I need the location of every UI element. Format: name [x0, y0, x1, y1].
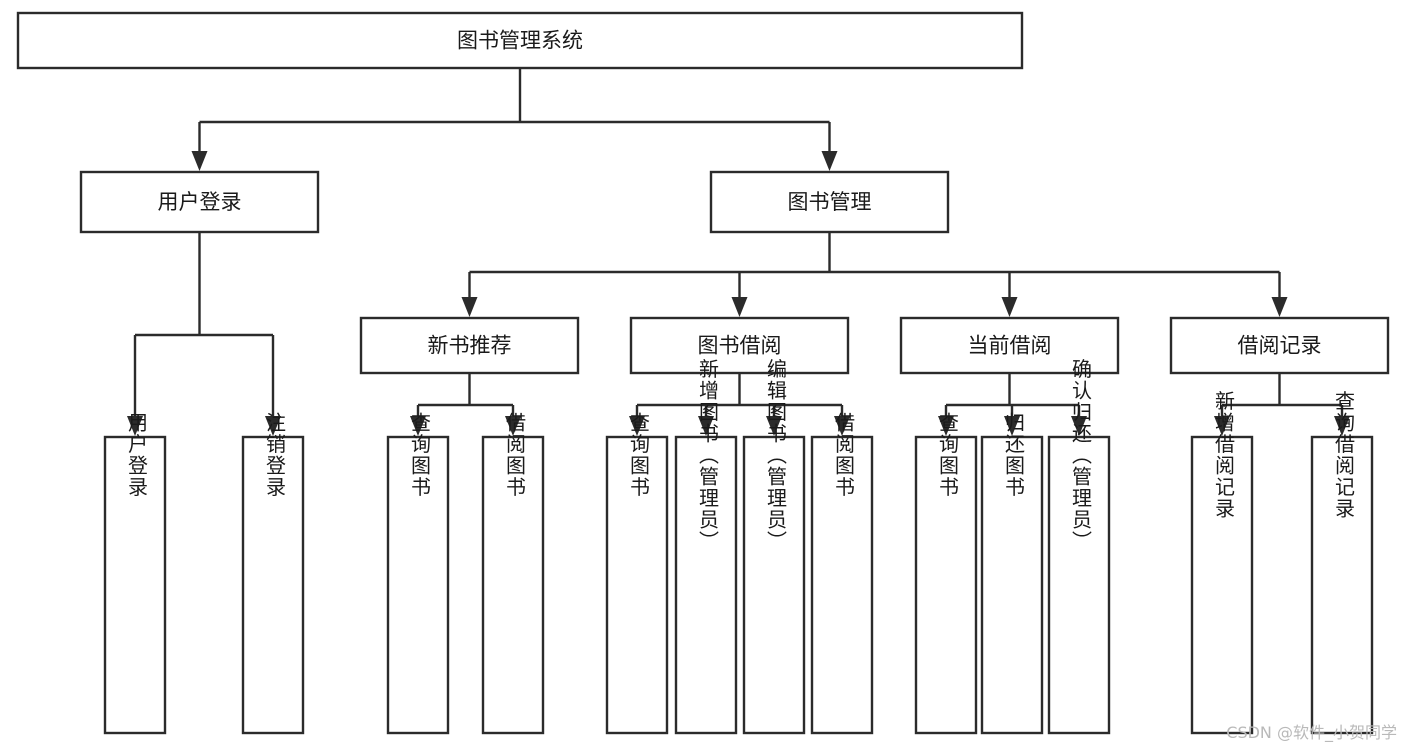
conn-current-borrow [938, 373, 1087, 436]
node-label: 借阅图书 [503, 412, 527, 498]
node-leaf-edit-book[interactable]: 编辑图书（管理员） [742, 358, 806, 735]
node-box[interactable] [1310, 435, 1374, 735]
node-book-borrow[interactable]: 图书借阅 [629, 316, 850, 375]
edge-arrowhead [127, 416, 143, 436]
node-box[interactable] [629, 316, 850, 375]
node-book-manage[interactable]: 图书管理 [709, 170, 950, 234]
edge-arrowhead [1001, 297, 1018, 317]
node-box[interactable] [810, 435, 874, 735]
node-label: 用户登录 [125, 412, 149, 498]
edge-arrowhead [1004, 416, 1020, 436]
node-leaf-return-book[interactable]: 归还图书 [980, 412, 1044, 735]
node-leaf-add-book[interactable]: 新增图书（管理员） [674, 358, 738, 735]
node-label: 新书推荐 [428, 334, 512, 358]
node-label: 新增图书（管理员） [696, 358, 720, 552]
node-label: 查询借阅记录 [1332, 390, 1356, 519]
edge-arrowhead [698, 416, 714, 436]
node-box[interactable] [980, 435, 1044, 735]
edge-layer [127, 68, 1350, 436]
conn-user-login [127, 232, 281, 436]
node-box[interactable] [674, 435, 738, 735]
node-user-login[interactable]: 用户登录 [79, 170, 320, 234]
edge-arrowhead [265, 416, 281, 436]
conn-borrow-record [1214, 373, 1350, 436]
node-leaf-query-book-3[interactable]: 查询图书 [914, 412, 978, 735]
node-box[interactable] [481, 435, 545, 735]
node-label: 图书管理系统 [457, 29, 583, 53]
edge-arrowhead [1334, 416, 1350, 436]
conn-root [191, 68, 838, 171]
node-leaf-query-book-2[interactable]: 查询图书 [605, 412, 669, 735]
node-leaf-user-login[interactable]: 用户登录 [103, 412, 167, 735]
edge-arrowhead [731, 297, 748, 317]
node-box[interactable] [386, 435, 450, 735]
node-label: 借阅图书 [832, 412, 856, 498]
node-label: 查询图书 [627, 412, 651, 498]
node-leaf-logout-login[interactable]: 注销登录 [241, 412, 305, 735]
node-leaf-query-record[interactable]: 查询借阅记录 [1310, 390, 1374, 735]
edge-arrowhead [505, 416, 521, 436]
node-box[interactable] [899, 316, 1120, 375]
node-label: 归还图书 [1002, 412, 1026, 498]
edge-arrowhead [410, 416, 426, 436]
node-box[interactable] [605, 435, 669, 735]
edge-arrowhead [938, 416, 954, 436]
node-box[interactable] [914, 435, 978, 735]
node-label: 查询图书 [408, 412, 432, 498]
node-leaf-query-book-1[interactable]: 查询图书 [386, 412, 450, 735]
node-box[interactable] [359, 316, 580, 375]
node-label: 图书借阅 [698, 334, 782, 358]
node-label: 当前借阅 [968, 334, 1052, 358]
node-label: 编辑图书（管理员） [764, 358, 788, 552]
node-label: 确认归还（管理员） [1069, 358, 1093, 552]
node-box[interactable] [1190, 435, 1254, 735]
node-current-borrow[interactable]: 当前借阅 [899, 316, 1120, 375]
node-box[interactable] [1047, 435, 1111, 735]
node-label: 新增借阅记录 [1212, 390, 1236, 519]
edge-arrowhead [834, 416, 850, 436]
node-root[interactable]: 图书管理系统 [16, 11, 1024, 70]
node-leaf-add-record[interactable]: 新增借阅记录 [1190, 390, 1254, 735]
node-layer: 图书管理系统用户登录图书管理新书推荐图书借阅当前借阅借阅记录用户登录注销登录查询… [16, 11, 1390, 735]
node-box[interactable] [103, 435, 167, 735]
node-box[interactable] [79, 170, 320, 234]
edge-arrowhead [461, 297, 478, 317]
edge-arrowhead [1271, 297, 1288, 317]
edge-arrowhead [821, 151, 838, 171]
edge-arrowhead [1214, 416, 1230, 436]
node-label: 用户登录 [158, 190, 242, 214]
node-new-book-rec[interactable]: 新书推荐 [359, 316, 580, 375]
edge-arrowhead [766, 416, 782, 436]
node-label: 注销登录 [263, 412, 287, 498]
node-box[interactable] [742, 435, 806, 735]
edge-arrowhead [629, 416, 645, 436]
node-leaf-borrow-book-1[interactable]: 借阅图书 [481, 412, 545, 735]
node-leaf-borrow-book-2[interactable]: 借阅图书 [810, 412, 874, 735]
node-borrow-record[interactable]: 借阅记录 [1169, 316, 1390, 375]
node-box[interactable] [709, 170, 950, 234]
edge-arrowhead [1071, 416, 1087, 436]
conn-new-book-rec [410, 373, 521, 436]
edge-arrowhead [191, 151, 208, 171]
node-box[interactable] [1169, 316, 1390, 375]
conn-book-borrow [629, 373, 850, 436]
node-label: 图书管理 [788, 190, 872, 214]
node-leaf-confirm-return[interactable]: 确认归还（管理员） [1047, 358, 1111, 735]
node-box[interactable] [241, 435, 305, 735]
node-label: 查询图书 [936, 412, 960, 498]
conn-book-manage [461, 232, 1288, 317]
node-label: 借阅记录 [1238, 334, 1322, 358]
node-box[interactable] [16, 11, 1024, 70]
